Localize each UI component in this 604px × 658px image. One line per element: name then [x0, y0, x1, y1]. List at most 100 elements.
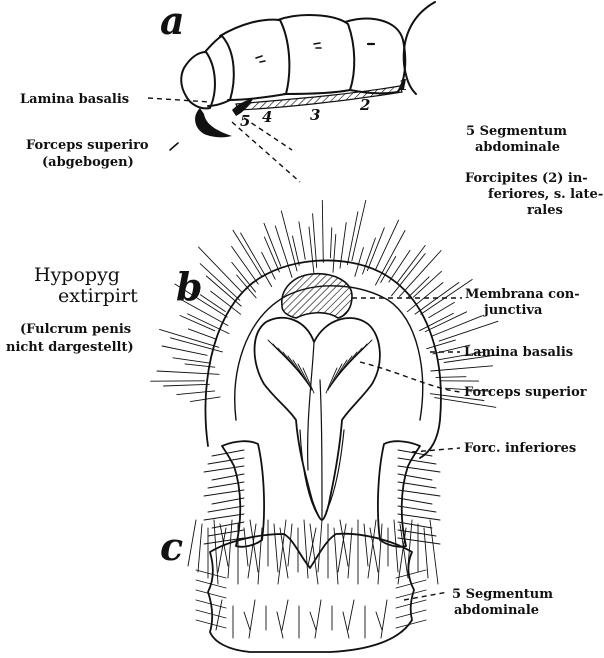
bristle — [425, 312, 467, 332]
segment-number: 1 — [398, 76, 408, 94]
bristle — [196, 610, 226, 618]
bristle — [355, 248, 364, 277]
bristle — [343, 612, 349, 638]
bristle — [288, 524, 292, 566]
bristle — [427, 340, 456, 349]
segment-drawing — [188, 520, 438, 652]
abdomen-drawing — [181, 2, 435, 137]
tergite-3 — [220, 20, 289, 100]
bristle — [282, 600, 288, 630]
bristle — [199, 247, 242, 292]
label-segmentum-a-line1: 5 Segmentum — [466, 124, 567, 139]
bristle — [200, 295, 225, 312]
bristle — [198, 524, 202, 572]
note-fulcrum-line1: (Fulcrum penis — [20, 322, 131, 337]
bristles — [188, 520, 438, 638]
bristle — [188, 329, 216, 339]
bristle — [208, 458, 244, 464]
forceps-inferior-left — [222, 441, 264, 547]
bristle — [310, 612, 316, 630]
bristle — [398, 246, 426, 283]
bristle — [414, 271, 442, 297]
membrana-conjunctiva — [282, 274, 352, 318]
bristle — [188, 520, 196, 566]
bristle — [381, 257, 396, 283]
panel-b-letter: b — [176, 264, 203, 309]
bristle — [160, 329, 219, 347]
bristle — [334, 528, 338, 584]
bristle — [204, 514, 244, 520]
bristle — [208, 506, 244, 512]
bristle — [439, 321, 498, 341]
bristle — [396, 570, 426, 578]
bristle — [310, 524, 318, 584]
label-segmentum-c-line1: 5 Segmentum — [452, 587, 553, 602]
forceps-inferior-right — [378, 441, 420, 547]
label-forcipites-line3: rales — [527, 203, 563, 218]
bristle — [322, 200, 323, 262]
bristle — [196, 570, 226, 578]
bristle — [177, 391, 215, 395]
bristle — [326, 368, 337, 393]
bristle — [330, 228, 331, 258]
panel-c-letter: c — [160, 524, 183, 569]
segment-number: 3 — [310, 106, 320, 124]
bristle — [398, 458, 436, 464]
segment-number: 5 — [240, 112, 250, 130]
bristle — [244, 612, 250, 630]
bristle — [398, 514, 440, 520]
bristle — [204, 490, 244, 496]
bristle — [264, 223, 281, 266]
bristle — [214, 520, 218, 584]
label-forceps-superior-a-line2: (abgebogen) — [42, 155, 134, 170]
bristle — [173, 358, 211, 363]
bristle — [420, 313, 454, 330]
bristle — [398, 506, 436, 512]
bristle — [432, 316, 482, 336]
bristle — [293, 360, 310, 387]
bristle — [196, 590, 226, 598]
bristle — [162, 346, 207, 355]
label-membrana-line1: Membrana con- — [465, 287, 580, 302]
label-membrana-line2: junctiva — [483, 303, 543, 318]
bristle — [277, 612, 283, 638]
title-hypopyg: Hypopyg — [34, 264, 120, 286]
bristle — [368, 520, 376, 578]
bristle — [157, 371, 219, 374]
bristle — [348, 528, 352, 578]
label-lamina-basalis-b: Lamina basalis — [464, 345, 573, 360]
label-segmentum-a-line2: abdominale — [475, 140, 560, 155]
bristle — [330, 360, 347, 387]
bristle — [309, 227, 314, 273]
bristle — [204, 466, 244, 472]
bristle — [313, 214, 317, 268]
bristle — [396, 590, 426, 598]
bristle — [364, 524, 368, 566]
segment-number: 4 — [262, 108, 272, 126]
bristle — [367, 228, 384, 271]
bristle — [164, 384, 210, 386]
note-fulcrum-line2: nicht dargestellt) — [6, 340, 134, 355]
bristle — [318, 520, 322, 572]
bristle — [392, 254, 426, 296]
bristle — [299, 222, 305, 259]
label-forc-inferiores: Forc. inferiores — [464, 441, 576, 456]
forceps-superior-outline — [255, 318, 380, 520]
bristle — [333, 234, 336, 272]
segment-number: 2 — [359, 96, 370, 114]
forceps-superior-shape — [195, 108, 232, 137]
label-forcipites-line2: feriores, s. late- — [488, 187, 603, 202]
tergite-mark — [314, 43, 321, 48]
leader-line — [148, 98, 210, 102]
bristle — [293, 236, 300, 265]
bristle — [228, 520, 232, 578]
bristle — [381, 600, 387, 638]
bristle — [376, 220, 399, 269]
label-lamina-basalis-a: Lamina basalis — [20, 92, 129, 107]
title-extirpirt: extirpirt — [58, 285, 138, 307]
tergite-mark — [256, 56, 265, 62]
bristle — [398, 490, 440, 496]
label-segmentum-c-line2: abdominale — [454, 603, 539, 618]
bristle — [211, 291, 241, 314]
bristle — [398, 474, 432, 480]
